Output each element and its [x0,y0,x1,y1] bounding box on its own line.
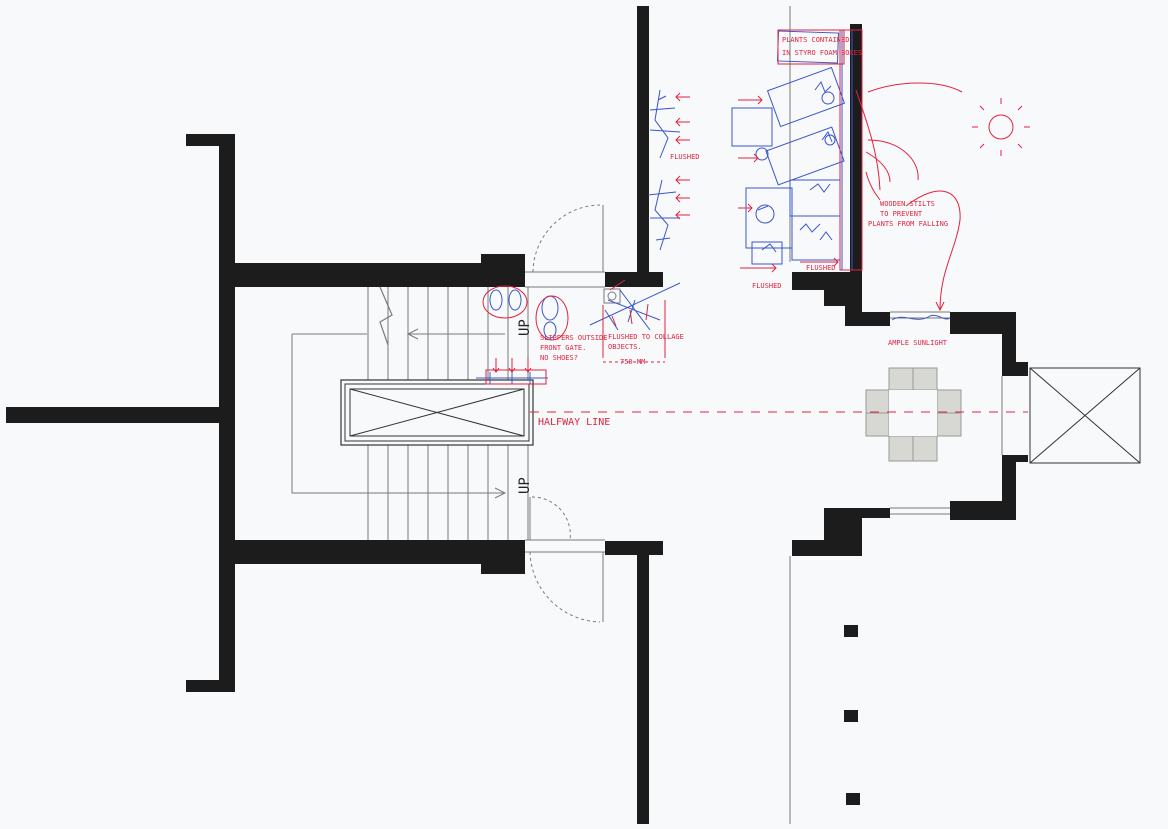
table-set [865,367,962,462]
sunlight-label: AMPLE SUNLIGHT [888,339,948,347]
flushed-left-planter-label: FLUSHED [752,282,782,290]
stair-up-label-bottom: UP [517,477,533,494]
flushed-planter-label: FLUSHED [806,264,836,272]
walls [6,6,1028,824]
wooden-stilts-line3: PLANTS FROM FALLING [868,220,948,228]
stair-up-label-top: UP [517,319,533,336]
blue-sketch [476,29,951,384]
plants-note-line2: IN STYRO FOAM BOXES [782,49,862,57]
halfway-line-label: HALFWAY LINE [538,417,610,428]
slippers-note-line3: NO SHOES? [540,354,578,362]
dimension-label: 750 MM [620,358,645,366]
wooden-stilts-line1: WOODEN STILTS [880,200,935,208]
slippers-note-line1: SLIPPERS OUTSIDE [540,334,607,342]
outer-box [1029,367,1141,464]
plants-note-line1: PLANTS CONTAINED [782,36,849,44]
flushed-upper-label: FLUSHED [670,153,700,161]
slippers-note-line2: FRONT GATE. [540,344,586,352]
doors [525,6,1003,824]
collage-note-line2: OBJECTS. [608,343,642,351]
stair [291,286,534,540]
wooden-stilts-line2: TO PREVENT [880,210,923,218]
collage-note-line1: FLUSHED TO COLLAGE [608,333,684,341]
red-annotations [482,29,1030,413]
